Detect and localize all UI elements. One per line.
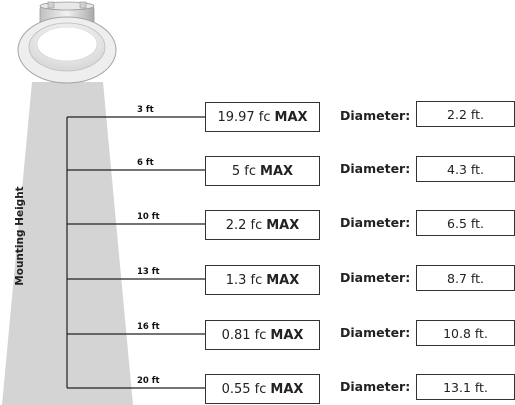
leader-lines bbox=[67, 116, 205, 389]
diameter-value: 8.7 ft. bbox=[447, 270, 484, 286]
footcandle-value: 5 fc bbox=[231, 163, 257, 179]
diameter-box: 10.8 ft. bbox=[416, 320, 515, 346]
distance-label: 10 ft bbox=[137, 212, 160, 222]
distance-label: 13 ft bbox=[137, 267, 160, 277]
max-label: MAX bbox=[274, 109, 308, 125]
max-label: MAX bbox=[270, 327, 304, 343]
diameter-label: Diameter: bbox=[340, 270, 411, 285]
diameter-box: 6.5 ft. bbox=[416, 210, 515, 236]
max-label: MAX bbox=[266, 272, 300, 288]
distance-label: 3 ft bbox=[137, 105, 154, 115]
footcandle-value: 0.81 fc bbox=[221, 327, 267, 343]
mounting-height-label: Mounting Height bbox=[14, 186, 26, 286]
footcandle-value: 19.97 fc bbox=[217, 109, 271, 125]
diameter-box: 8.7 ft. bbox=[416, 265, 515, 291]
footcandle-value: 1.3 fc bbox=[225, 272, 263, 288]
diameter-label: Diameter: bbox=[340, 108, 411, 123]
max-label: MAX bbox=[270, 381, 304, 397]
diameter-label: Diameter: bbox=[340, 325, 411, 340]
diameter-label: Diameter: bbox=[340, 379, 411, 394]
diameter-value: 6.5 ft. bbox=[447, 215, 484, 231]
footcandle-value: 2.2 fc bbox=[225, 217, 263, 233]
diameter-value: 13.1 ft. bbox=[443, 379, 488, 395]
diameter-box: 4.3 ft. bbox=[416, 156, 515, 182]
footcandle-value: 0.55 fc bbox=[221, 381, 267, 397]
diameter-box: 13.1 ft. bbox=[416, 374, 515, 400]
distance-label: 6 ft bbox=[137, 158, 154, 168]
max-label: MAX bbox=[266, 217, 300, 233]
diameter-label: Diameter: bbox=[340, 161, 411, 176]
diameter-box: 2.2 ft. bbox=[416, 101, 515, 127]
recessed-downlight-icon bbox=[17, 1, 117, 84]
max-label: MAX bbox=[260, 163, 294, 179]
distance-label: 20 ft bbox=[137, 376, 160, 386]
diameter-value: 2.2 ft. bbox=[447, 106, 484, 122]
diameter-value: 10.8 ft. bbox=[443, 325, 488, 341]
distance-label: 16 ft bbox=[137, 322, 160, 332]
diameter-value: 4.3 ft. bbox=[447, 161, 484, 177]
diameter-label: Diameter: bbox=[340, 215, 411, 230]
